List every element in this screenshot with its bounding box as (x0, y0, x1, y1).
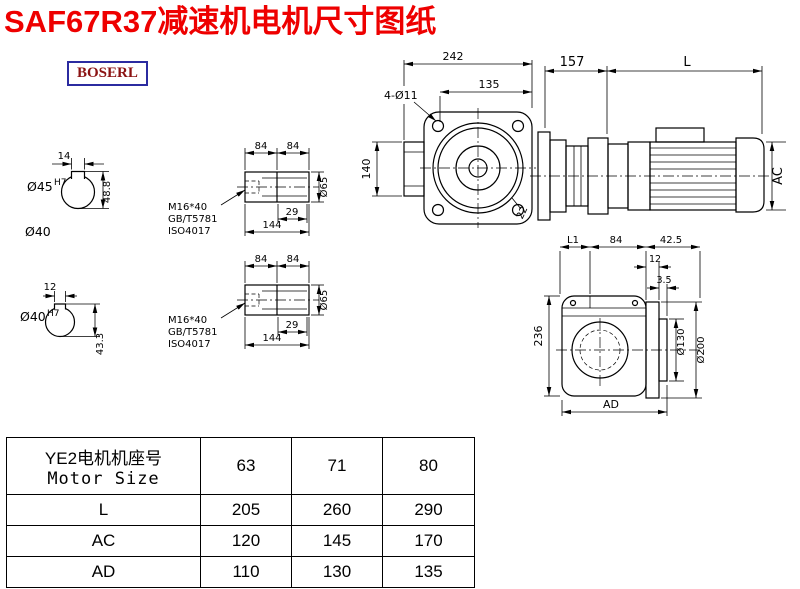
thread-standard-gb: GB/T5781 (168, 214, 218, 225)
table-row-AC: AC 120 145 170 (6, 525, 475, 557)
gearbox-front-view: 242 135 4-Ø11 140 22 (360, 50, 536, 228)
dim-motor-length: L (683, 55, 691, 70)
row-label: AC (6, 525, 201, 557)
row-label: AD (6, 556, 201, 588)
dim-len-a: 84 (255, 141, 268, 152)
table-header-row: YE2电机机座号 Motor Size 63 71 80 (6, 437, 475, 495)
size-71-cell: 71 (291, 437, 383, 495)
dim-shaft-dia: Ø40 (25, 224, 51, 239)
dim-spigot-dia: Ø130 (675, 329, 687, 356)
dim-len-b: 84 (287, 254, 300, 265)
dim-total-len: 144 (262, 220, 281, 231)
dim-chamfer: 22 (515, 205, 530, 221)
dim-l1: L1 (567, 235, 579, 246)
value-cell: 170 (382, 525, 475, 557)
dim-height: 140 (360, 159, 373, 180)
shaft-view-bottom: 84 84 29 144 Ø65 M16*40 GB/T5781 ISO4017 (168, 254, 330, 350)
dim-flange-dia: Ø200 (695, 337, 707, 364)
motor-size-table: YE2电机机座号 Motor Size 63 71 80 L 205 260 2… (6, 437, 475, 588)
row-label: L (6, 494, 201, 526)
dim-bore-dia: Ø45 (27, 179, 53, 194)
dim-bore-tolerance: H7 (54, 178, 67, 188)
dim-housing-height: 236 (532, 326, 545, 347)
value-cell: 205 (200, 494, 292, 526)
dim-keyway-depth: 43.3 (95, 333, 106, 355)
value-cell: 135 (382, 556, 475, 588)
dim-flange-offset: 42.5 (660, 235, 682, 246)
value-cell: 110 (200, 556, 292, 588)
table-row-L: L 205 260 290 (6, 494, 475, 526)
dim-spigot-thickness: 3.5 (656, 275, 671, 286)
dim-shaft-dia: Ø65 (318, 290, 330, 311)
shaft-view-top: 84 84 29 144 Ø65 M16*40 GB/T5781 ISO4017 (168, 141, 330, 237)
dim-key-len: 29 (286, 207, 299, 218)
dim-key-len: 29 (286, 320, 299, 331)
thread-spec: M16*40 (168, 315, 207, 326)
value-cell: 120 (200, 525, 292, 557)
value-cell: 145 (291, 525, 383, 557)
dim-bolt-holes: 4-Ø11 (384, 89, 418, 102)
thread-standard-gb: GB/T5781 (168, 327, 218, 338)
header-label-cell: YE2电机机座号 Motor Size (6, 437, 201, 495)
motor-side-view: 157 L AC (530, 55, 786, 221)
dim-ad-width: AD (603, 398, 619, 411)
dim-gearbox-length: 157 (560, 55, 585, 70)
dim-len-a: 84 (255, 254, 268, 265)
thread-standard-iso: ISO4017 (168, 226, 211, 237)
value-cell: 290 (382, 494, 475, 526)
gearbox-side-view: L1 84 42.5 12 3.5 236 Ø130 Ø200 AD (532, 235, 707, 416)
value-cell: 130 (291, 556, 383, 588)
dim-hub-length: 84 (610, 235, 623, 246)
dim-flange-width: 135 (479, 78, 500, 91)
brand-logo: BOSERL (67, 61, 148, 86)
dim-keyway-depth: 48.8 (102, 181, 113, 203)
dim-motor-height: AC (771, 167, 786, 185)
bore-view-bottom: 12 43.3 Ø40 H7 (20, 282, 106, 355)
dim-keyway-width: 14 (58, 151, 71, 162)
dim-flange-thickness: 12 (649, 254, 661, 265)
dim-keyway-width: 12 (44, 282, 57, 293)
dim-overall-width: 242 (443, 50, 464, 63)
thread-standard-iso: ISO4017 (168, 339, 211, 350)
header-label-en: Motor Size (47, 468, 160, 489)
bore-view-top: 14 48.8 Ø45 H7 Ø40 (25, 151, 113, 239)
header-label-cn: YE2电机机座号 (44, 448, 163, 468)
dim-bore-dia: Ø40 (20, 309, 46, 324)
table-row-AD: AD 110 130 135 (6, 556, 475, 588)
size-80-cell: 80 (382, 437, 475, 495)
dim-total-len: 144 (262, 333, 281, 344)
dim-len-b: 84 (287, 141, 300, 152)
page-title: SAF67R37减速机电机尺寸图纸 (4, 4, 437, 39)
size-63-cell: 63 (200, 437, 292, 495)
value-cell: 260 (291, 494, 383, 526)
dim-shaft-dia: Ø65 (318, 177, 330, 198)
dim-bore-tolerance: H7 (47, 309, 60, 319)
thread-spec: M16*40 (168, 202, 207, 213)
